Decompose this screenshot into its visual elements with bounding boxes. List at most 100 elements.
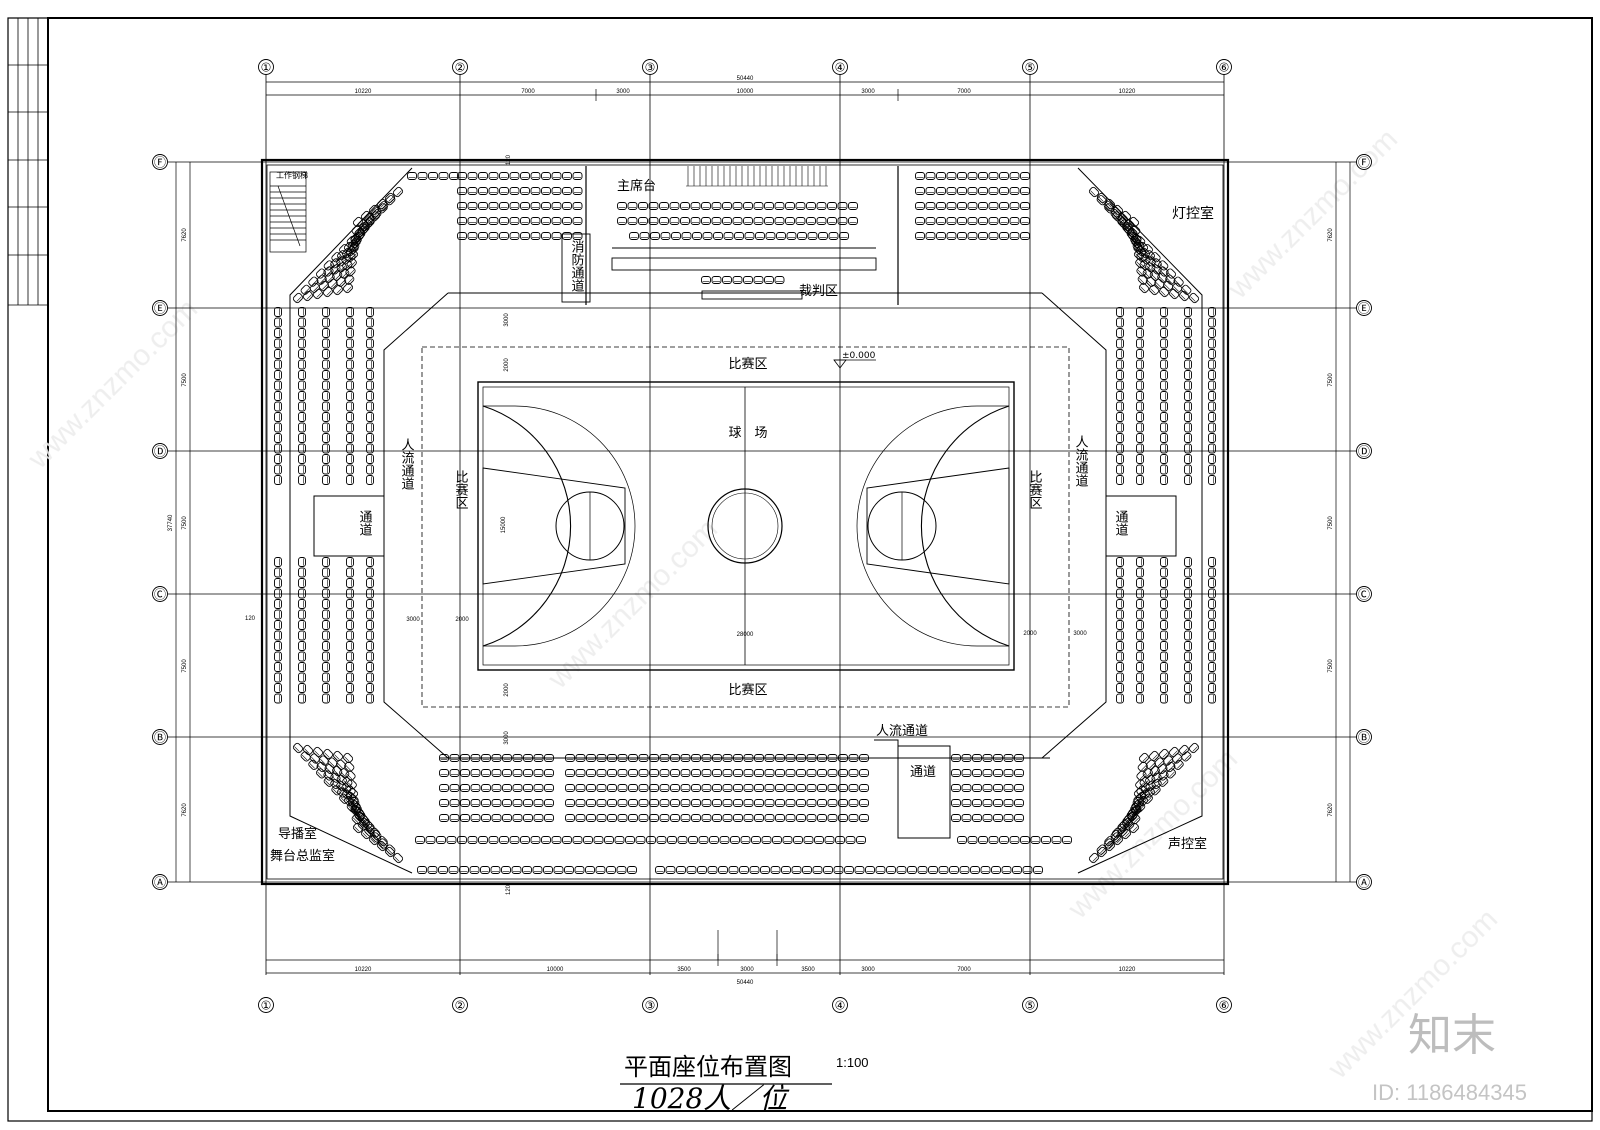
seat (972, 769, 982, 777)
seat (638, 799, 649, 807)
image-id: ID: 1186484345 (1372, 1080, 1527, 1105)
seat (346, 464, 354, 475)
seat (520, 836, 530, 844)
axis-bubble-B-right: Ⓑ (1356, 729, 1372, 745)
seat (1136, 328, 1144, 338)
seat (925, 217, 936, 225)
seat (572, 836, 583, 844)
seat (670, 769, 680, 777)
seat (967, 232, 978, 240)
seat (298, 557, 306, 567)
axis-bubble-B-left: Ⓑ (152, 729, 168, 745)
seat (274, 328, 282, 338)
seat (709, 836, 719, 844)
seat (1116, 693, 1124, 704)
seat (896, 866, 907, 874)
seat (457, 202, 467, 210)
seat (322, 464, 330, 475)
seat (957, 172, 967, 180)
seat (346, 338, 354, 349)
seat (562, 217, 572, 225)
seat (274, 391, 282, 401)
seat (502, 784, 512, 792)
label-passage-right: 通道 (1113, 510, 1129, 536)
seat (509, 187, 520, 195)
seat (478, 217, 488, 225)
seat (775, 769, 785, 777)
svg-text:15000: 15000 (501, 516, 507, 533)
seat (1136, 662, 1144, 672)
seat (722, 814, 733, 822)
seat (298, 433, 306, 443)
seat (754, 799, 764, 807)
seat (1184, 380, 1192, 391)
seat (1136, 672, 1144, 683)
seat (467, 217, 478, 225)
seat (999, 172, 1009, 180)
seat (459, 866, 469, 874)
seat (586, 769, 596, 777)
seat (551, 172, 562, 180)
label-stage-supervisor: 舞台总监室 (270, 848, 335, 864)
seat (753, 276, 764, 284)
seat (1160, 401, 1168, 412)
svg-text:7620: 7620 (1328, 228, 1334, 242)
seat (839, 232, 849, 240)
seat (322, 672, 330, 683)
seat (457, 836, 467, 844)
seat (460, 769, 470, 777)
seat (951, 784, 961, 792)
seat (1116, 443, 1124, 454)
seat (575, 769, 586, 777)
seat (543, 866, 553, 874)
seat (274, 588, 282, 599)
seat (1136, 599, 1144, 609)
label-competition-right: 比赛区 (1027, 470, 1043, 509)
seat (1184, 412, 1192, 422)
seat (638, 814, 649, 822)
seat (816, 217, 827, 225)
seat (274, 412, 282, 422)
seat (298, 630, 306, 641)
seat (951, 814, 961, 822)
seat (886, 866, 896, 874)
seat (764, 814, 775, 822)
axis-bubble-5-bottom: ⑤ (1022, 997, 1038, 1013)
seat (322, 588, 330, 599)
axis-bubble-2-bottom: ② (452, 997, 468, 1013)
drawing-frame (47, 17, 1593, 1112)
seat (1022, 866, 1033, 874)
seat (572, 172, 583, 180)
axis-bubble-A-right: Ⓐ (1356, 874, 1372, 890)
seat (967, 202, 978, 210)
seat (331, 749, 345, 763)
seat (457, 187, 467, 195)
seat (999, 202, 1009, 210)
seat (583, 836, 593, 844)
seat (457, 232, 467, 240)
seat (785, 202, 795, 210)
seat (1208, 641, 1216, 651)
seat (638, 769, 649, 777)
seat (1116, 454, 1124, 464)
seat (730, 836, 740, 844)
seat (366, 391, 374, 401)
seat (1184, 567, 1192, 578)
svg-text:③: ③ (645, 61, 656, 75)
seat (366, 370, 374, 380)
seat (1160, 557, 1168, 567)
seat (1009, 836, 1020, 844)
seat (617, 799, 628, 807)
seat (322, 557, 330, 567)
seat (1136, 567, 1144, 578)
seat (791, 866, 802, 874)
seat (701, 202, 711, 210)
seat (972, 799, 982, 807)
seat (481, 769, 491, 777)
seat (449, 769, 460, 777)
seat (925, 187, 936, 195)
seat (859, 814, 869, 822)
seat (680, 784, 691, 792)
seat (1009, 172, 1020, 180)
seat (346, 578, 354, 588)
